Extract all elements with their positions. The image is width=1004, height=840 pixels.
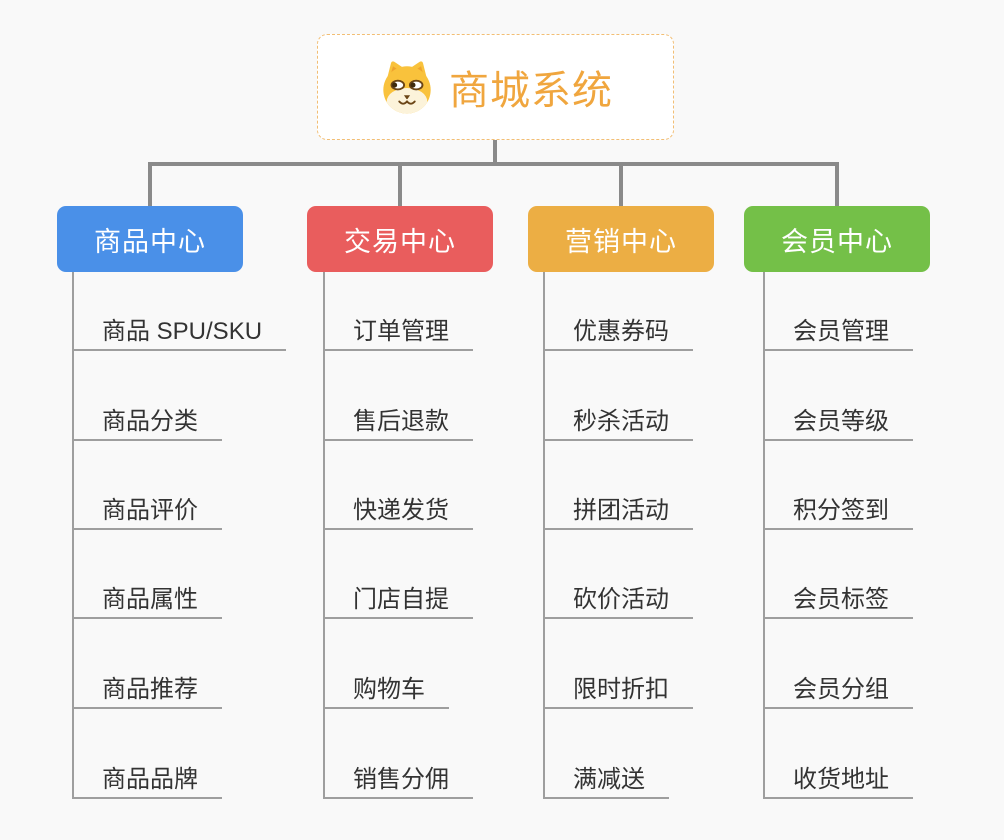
- leaf-node[interactable]: 商品 SPU/SKU: [74, 305, 287, 351]
- leaf-label: 购物车: [353, 676, 425, 704]
- leaf-node[interactable]: 会员标签: [765, 573, 913, 619]
- leaf-node[interactable]: 售后退款: [325, 395, 473, 441]
- leaf-node[interactable]: 满减送: [545, 753, 669, 799]
- leaf-node[interactable]: 商品属性: [74, 573, 222, 619]
- leaf-label: 商品评价: [102, 497, 198, 525]
- leaf-node[interactable]: 会员管理: [765, 305, 913, 351]
- leaf-label: 积分签到: [793, 497, 889, 525]
- branch-column-trade: 订单管理 售后退款 快递发货 门店自提 购物车 销售分佣: [323, 272, 563, 799]
- leaf-label: 商品属性: [102, 586, 198, 614]
- connector-drop-marketing: [619, 162, 623, 208]
- leaf-label: 商品分类: [102, 408, 198, 436]
- leaf-label: 满减送: [573, 766, 645, 794]
- root-title: 商城系统: [449, 69, 613, 113]
- leaf-node[interactable]: 门店自提: [325, 573, 473, 619]
- leaf-node[interactable]: 优惠券码: [545, 305, 693, 351]
- leaf-node[interactable]: 商品品牌: [74, 753, 222, 799]
- leaf-node[interactable]: 拼团活动: [545, 484, 693, 530]
- connector-drop-trade: [398, 162, 402, 208]
- leaf-label: 商品推荐: [102, 676, 198, 704]
- connector-drop-product: [148, 162, 152, 208]
- leaf-label: 拼团活动: [573, 497, 669, 525]
- branch-header-product-center[interactable]: 商品中心: [57, 206, 243, 272]
- leaf-label: 售后退款: [353, 408, 449, 436]
- leaf-label: 会员管理: [793, 318, 889, 346]
- leaf-node[interactable]: 会员分组: [765, 663, 913, 709]
- leaf-node[interactable]: 订单管理: [325, 305, 473, 351]
- leaf-node[interactable]: 商品分类: [74, 395, 222, 441]
- leaf-node[interactable]: 限时折扣: [545, 663, 693, 709]
- leaf-node[interactable]: 积分签到: [765, 484, 913, 530]
- connector-bus: [148, 162, 839, 166]
- leaf-label: 砍价活动: [573, 586, 669, 614]
- connector-drop-member: [835, 162, 839, 208]
- leaf-label: 优惠券码: [573, 318, 669, 346]
- leaf-label: 门店自提: [353, 586, 449, 614]
- leaf-node[interactable]: 砍价活动: [545, 573, 693, 619]
- branch-column-marketing: 优惠券码 秒杀活动 拼团活动 砍价活动 限时折扣 满减送: [543, 272, 783, 799]
- leaf-label: 销售分佣: [353, 766, 449, 794]
- leaf-node[interactable]: 销售分佣: [325, 753, 473, 799]
- leaf-label: 会员标签: [793, 586, 889, 614]
- branch-column-product: 商品 SPU/SKU 商品分类 商品评价 商品属性 商品推荐 商品品牌: [72, 272, 312, 799]
- branch-header-trade-center[interactable]: 交易中心: [307, 206, 493, 272]
- connector-root-stub: [493, 140, 497, 162]
- root-node[interactable]: 商城系统: [317, 34, 674, 140]
- branch-header-marketing-center[interactable]: 营销中心: [528, 206, 714, 272]
- leaf-label: 限时折扣: [573, 676, 669, 704]
- leaf-node[interactable]: 秒杀活动: [545, 395, 693, 441]
- leaf-node[interactable]: 购物车: [325, 663, 449, 709]
- leaf-label: 订单管理: [353, 318, 449, 346]
- leaf-label: 商品 SPU/SKU: [102, 318, 263, 346]
- branch-header-member-center[interactable]: 会员中心: [744, 206, 930, 272]
- dog-face-icon: [378, 59, 436, 115]
- leaf-node[interactable]: 商品评价: [74, 484, 222, 530]
- leaf-node[interactable]: 快递发货: [325, 484, 473, 530]
- leaf-label: 秒杀活动: [573, 408, 669, 436]
- leaf-label: 快递发货: [353, 497, 449, 525]
- leaf-label: 收货地址: [793, 766, 889, 794]
- leaf-node[interactable]: 会员等级: [765, 395, 913, 441]
- leaf-node[interactable]: 收货地址: [765, 753, 913, 799]
- leaf-label: 会员分组: [793, 676, 889, 704]
- branch-column-member: 会员管理 会员等级 积分签到 会员标签 会员分组 收货地址: [763, 272, 1003, 799]
- leaf-node[interactable]: 商品推荐: [74, 663, 222, 709]
- leaf-label: 商品品牌: [102, 766, 198, 794]
- leaf-label: 会员等级: [793, 408, 889, 436]
